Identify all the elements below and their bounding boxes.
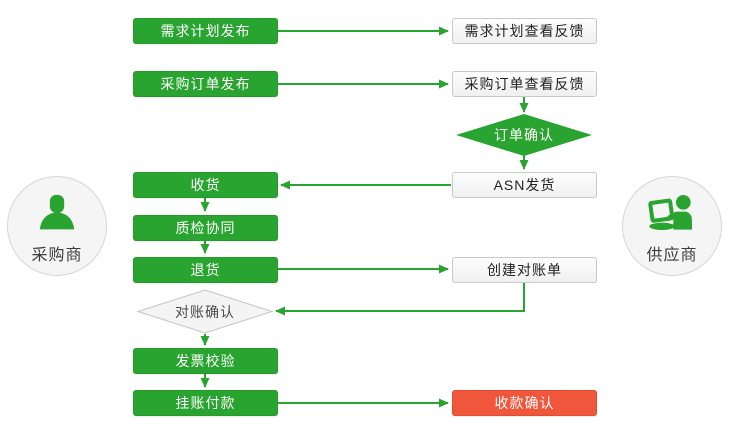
buyer-label: 采购商 [31,246,83,264]
node-pay-on-account: 挂账付款 [133,390,278,416]
node-return-goods: 退货 [133,257,278,283]
edge-statement-to-confirm [275,283,525,316]
node-po-feedback: 采购订单查看反馈 [452,71,597,97]
node-order-confirm: 订单确认 [456,114,592,156]
diamond-shape [456,114,592,156]
supplier-label: 供应商 [646,246,698,264]
person-icon [39,194,75,229]
node-asn-ship: ASN发货 [452,172,597,198]
order-confirm-label: 订单确认 [494,127,554,143]
node-receive-goods: 收货 [133,172,278,198]
node-demand-plan-feedback: 需求计划查看反馈 [452,18,597,44]
node-demand-plan-publish: 需求计划发布 [133,18,278,44]
node-receipt-confirm: 收款确认 [452,390,597,416]
supplier-actor: 供应商 [622,176,722,276]
node-create-statement: 创建对账单 [452,257,597,283]
node-statement-confirm: 对账确认 [137,289,273,334]
diamond-shape [137,289,273,334]
statement-confirm-label: 对账确认 [175,303,235,320]
node-po-publish: 采购订单发布 [133,71,278,97]
node-quality-collab: 质检协同 [133,215,278,241]
person-laptop-icon [648,194,692,230]
buyer-actor: 采购商 [7,176,107,276]
node-invoice-check: 发票校验 [133,348,278,374]
